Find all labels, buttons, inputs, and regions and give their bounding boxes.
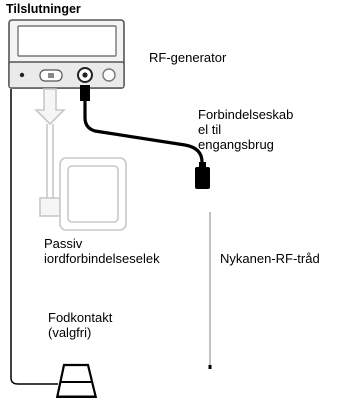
- label-cable-group: Forbindelseskab el til engangsbrug: [198, 107, 308, 157]
- label-cable-line1: Forbindelseskab: [198, 107, 294, 122]
- label-nykanen-wire: Nykanen-RF-tråd: [220, 251, 320, 266]
- label-cable-line3: engangsbrug: [198, 137, 274, 152]
- label-passive-line2: jordforbindelseselek: [44, 251, 160, 263]
- footswitch-cable: [10, 89, 58, 385]
- label-passive-line1: Passiv: [44, 236, 83, 251]
- nykanen-rf-wire: [208, 212, 212, 369]
- label-footswitch-group: Fodkontakt (valgfri): [48, 310, 112, 340]
- cable-port-icon: [82, 72, 88, 78]
- label-footswitch-line1: Fodkontakt: [48, 310, 113, 325]
- passive-ground-electrode: [34, 88, 127, 231]
- label-cable-line2: el til: [198, 122, 222, 137]
- label-rf-generator: RF-generator: [149, 50, 227, 65]
- label-footswitch-line2: (valgfri): [48, 325, 92, 340]
- footswitch-device: [55, 363, 98, 398]
- power-led-icon: [19, 72, 25, 78]
- single-use-cable: [80, 85, 210, 189]
- rf-generator-device: [8, 19, 125, 89]
- label-passive-group: Passiv jordforbindelseselek: [44, 236, 179, 263]
- diagram-title: Tilslutninger: [6, 2, 81, 16]
